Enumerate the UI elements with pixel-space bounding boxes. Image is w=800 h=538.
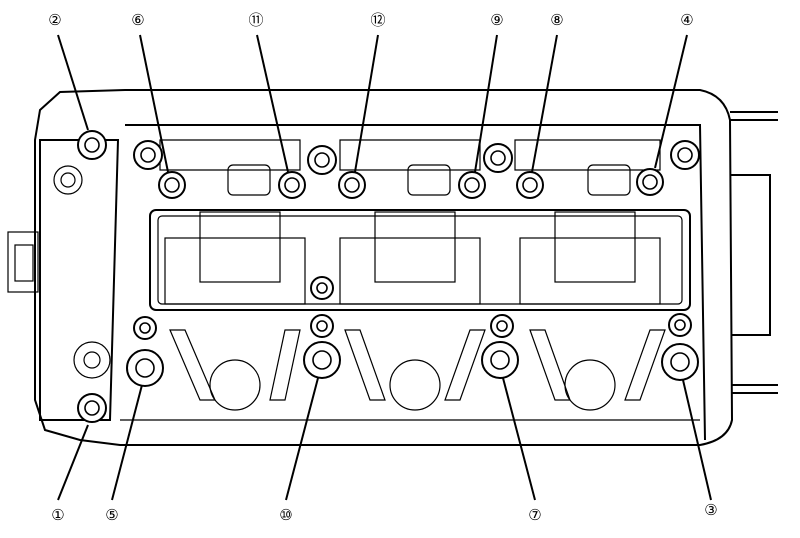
callout-5: ⑤: [105, 506, 118, 524]
hex-nut: [133, 140, 163, 170]
bolt-1: [77, 393, 107, 423]
bolt-9: [458, 171, 486, 199]
bolt-2: [77, 130, 107, 160]
mid-bolt: [310, 276, 334, 300]
mid-bolt: [310, 314, 334, 338]
callout-12: ⑫: [370, 11, 385, 29]
mid-bolt: [490, 314, 514, 338]
callout-10: ⑩: [279, 506, 292, 524]
callout-9: ⑨: [490, 11, 503, 29]
callout-11: ⑪: [248, 11, 263, 29]
callout-1: ①: [51, 506, 64, 524]
cylinder-head-outline: [7, 89, 778, 446]
bolt-10: [303, 341, 341, 379]
callout-4: ④: [680, 11, 693, 29]
hex-nut: [483, 143, 513, 173]
bolt-4: [636, 168, 664, 196]
leader-lines: [57, 34, 712, 501]
callout-2: ②: [48, 11, 61, 29]
bolt-5: [126, 349, 164, 387]
bolt-11: [278, 171, 306, 199]
bolt-8: [516, 171, 544, 199]
callout-7: ⑦: [528, 506, 541, 524]
bolt-3: [661, 343, 699, 381]
callout-8: ⑧: [550, 11, 563, 29]
callout-3: ③: [704, 501, 717, 519]
bolt-6: [158, 171, 186, 199]
bolt-7: [481, 341, 519, 379]
callout-labels: ② ⑥ ⑪ ⑫ ⑨ ⑧ ④ ① ⑤ ⑩ ⑦ ③: [48, 11, 717, 524]
head-bolts: [77, 130, 700, 423]
hex-nut: [307, 145, 337, 175]
mid-bolt: [668, 313, 692, 337]
callout-6: ⑥: [131, 11, 144, 29]
bolt-12: [338, 171, 366, 199]
hex-nut: [670, 140, 700, 170]
mid-bolt: [133, 316, 157, 340]
